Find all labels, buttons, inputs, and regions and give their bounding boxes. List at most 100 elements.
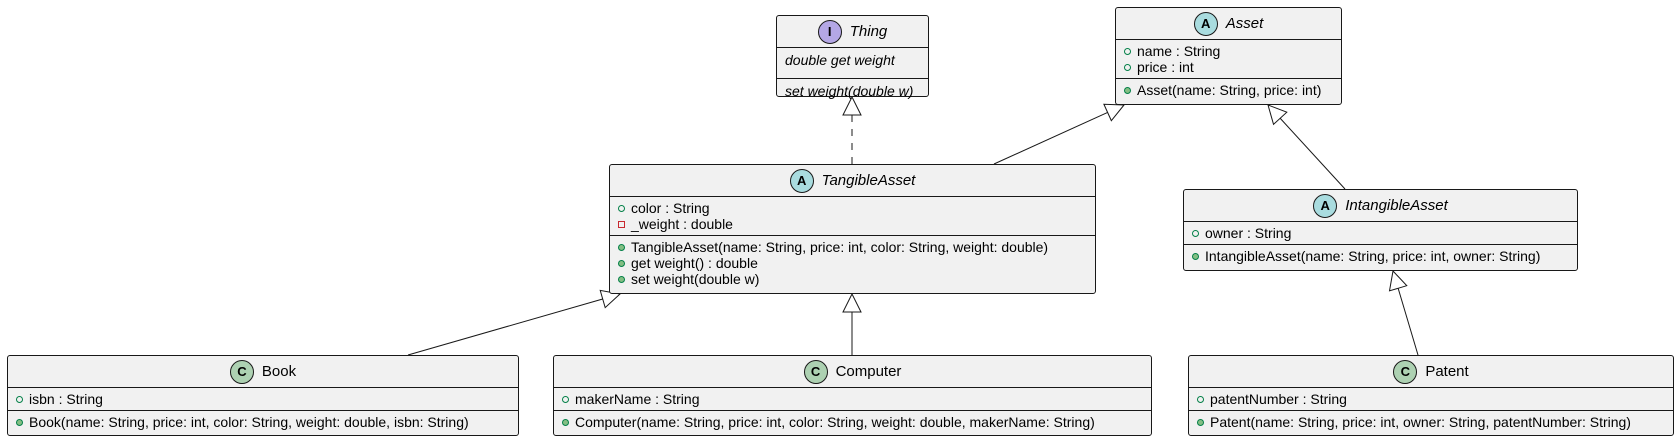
attribute-row: price : int xyxy=(1124,59,1341,75)
method-text: Book(name: String, price: int, color: St… xyxy=(29,414,469,430)
attribute-text: isbn : String xyxy=(29,391,103,407)
class-attributes: patentNumber : String xyxy=(1189,388,1673,410)
public-method-icon xyxy=(562,418,569,426)
class-header: C Book xyxy=(8,356,518,388)
attribute-row: owner : String xyxy=(1192,225,1577,241)
relation-line xyxy=(993,111,1108,165)
class-attributes: isbn : String xyxy=(8,388,518,410)
relation-line xyxy=(1397,288,1419,356)
method-text: get weight() : double xyxy=(631,255,758,271)
class-name: Patent xyxy=(1425,363,1469,380)
class-header: A IntangibleAsset xyxy=(1184,190,1577,222)
method-text: TangibleAsset(name: String, price: int, … xyxy=(631,239,1049,255)
method-text: Patent(name: String, price: int, owner: … xyxy=(1210,414,1631,430)
attribute-text: _weight : double xyxy=(631,216,733,232)
method-row: Patent(name: String, price: int, owner: … xyxy=(1197,414,1673,430)
attribute-text: name : String xyxy=(1137,43,1221,59)
method-text: Computer(name: String, price: int, color… xyxy=(575,414,1095,430)
hollow-arrowhead-icon xyxy=(1388,269,1408,292)
attribute-text: patentNumber : String xyxy=(1210,391,1347,407)
attribute-row: name : String xyxy=(1124,43,1341,59)
relation-generalization-computer-to-tangible xyxy=(842,292,862,355)
class-name: Thing xyxy=(849,23,888,40)
class-methods: Book(name: String, price: int, color: St… xyxy=(8,410,518,433)
method-text: Asset(name: String, price: int) xyxy=(1137,82,1322,98)
class-methods: Asset(name: String, price: int) xyxy=(1116,78,1341,101)
private-field-icon xyxy=(618,220,625,228)
attribute-text: makerName : String xyxy=(575,391,700,407)
class-methods: TangibleAsset(name: String, price: int, … xyxy=(610,235,1095,290)
public-method-icon xyxy=(1192,252,1199,260)
class-name: Book xyxy=(261,363,297,380)
method-text: set weight(double w) xyxy=(785,83,914,99)
class-header: C Patent xyxy=(1189,356,1673,388)
public-method-icon xyxy=(618,259,625,267)
public-field-icon xyxy=(1124,47,1131,55)
class-header: A Asset xyxy=(1116,8,1341,40)
hollow-arrowhead-icon xyxy=(842,95,862,116)
class-name: Computer xyxy=(835,363,902,380)
public-method-icon xyxy=(618,243,625,251)
class-name: Asset xyxy=(1225,15,1264,32)
class-tangible-asset[interactable]: A TangibleAsset color : String _weight :… xyxy=(609,164,1096,294)
public-method-icon xyxy=(618,275,625,283)
class-badge-icon: C xyxy=(803,359,828,384)
hollow-arrowhead-icon xyxy=(1103,103,1126,122)
class-thing[interactable]: I Thing double get weight set weight(dou… xyxy=(776,15,929,99)
attribute-row: _weight : double xyxy=(618,216,1095,232)
class-attributes: name : String price : int xyxy=(1116,40,1341,78)
method-row: set weight(double w) xyxy=(785,83,928,99)
class-patent[interactable]: C Patent patentNumber : String Patent(na… xyxy=(1188,355,1674,436)
interface-badge-icon: I xyxy=(817,19,842,44)
relation-generalization-intangible-to-asset xyxy=(1267,104,1346,190)
relation-generalization-patent-to-intangible xyxy=(1388,269,1419,356)
class-badge-icon: C xyxy=(1393,359,1418,384)
class-attributes: owner : String xyxy=(1184,222,1577,244)
class-attributes: color : String _weight : double xyxy=(610,197,1095,235)
method-row: double get weight xyxy=(785,52,928,68)
method-row: TangibleAsset(name: String, price: int, … xyxy=(618,239,1095,255)
abstract-badge-icon: A xyxy=(1313,193,1338,218)
attribute-row: isbn : String xyxy=(16,391,518,407)
class-book[interactable]: C Book isbn : String Book(name: String, … xyxy=(7,355,519,436)
class-name: TangibleAsset xyxy=(821,172,916,189)
class-asset[interactable]: A Asset name : String price : int Asset(… xyxy=(1115,7,1342,105)
relation-generalization-book-to-tangible xyxy=(407,289,622,356)
method-text: IntangibleAsset(name: String, price: int… xyxy=(1205,248,1541,264)
attribute-text: owner : String xyxy=(1205,225,1292,241)
public-field-icon xyxy=(16,395,23,403)
public-field-icon xyxy=(562,395,569,403)
hollow-arrowhead-icon xyxy=(842,292,862,313)
hollow-arrowhead-icon xyxy=(1267,104,1288,126)
class-intangible-asset[interactable]: A IntangibleAsset owner : String Intangi… xyxy=(1183,189,1578,271)
public-field-icon xyxy=(1124,63,1131,71)
relation-line xyxy=(407,298,603,356)
class-header: C Computer xyxy=(554,356,1151,388)
class-badge-icon: C xyxy=(229,359,254,384)
relation-generalization-tangible-to-asset xyxy=(993,103,1126,165)
method-row: get weight() : double xyxy=(618,255,1095,271)
class-methods: set weight(double w) xyxy=(777,78,928,102)
method-row: Computer(name: String, price: int, color… xyxy=(562,414,1151,430)
class-methods: IntangibleAsset(name: String, price: int… xyxy=(1184,244,1577,267)
method-row: set weight(double w) xyxy=(618,271,1095,287)
attribute-text: color : String xyxy=(631,200,710,216)
attribute-row: color : String xyxy=(618,200,1095,216)
class-computer[interactable]: C Computer makerName : String Computer(n… xyxy=(553,355,1152,436)
method-row: IntangibleAsset(name: String, price: int… xyxy=(1192,248,1577,264)
class-attributes: makerName : String xyxy=(554,388,1151,410)
class-header: I Thing xyxy=(777,16,928,48)
method-text: double get weight xyxy=(785,52,895,68)
method-row: Asset(name: String, price: int) xyxy=(1124,82,1341,98)
class-methods: Patent(name: String, price: int, owner: … xyxy=(1189,410,1673,433)
class-header: A TangibleAsset xyxy=(610,165,1095,197)
attribute-text: price : int xyxy=(1137,59,1194,75)
abstract-badge-icon: A xyxy=(789,168,814,193)
class-name: IntangibleAsset xyxy=(1345,197,1448,214)
public-field-icon xyxy=(618,204,625,212)
public-method-icon xyxy=(16,418,23,426)
public-method-icon xyxy=(1197,418,1204,426)
class-methods: Computer(name: String, price: int, color… xyxy=(554,410,1151,433)
attribute-row: patentNumber : String xyxy=(1197,391,1673,407)
